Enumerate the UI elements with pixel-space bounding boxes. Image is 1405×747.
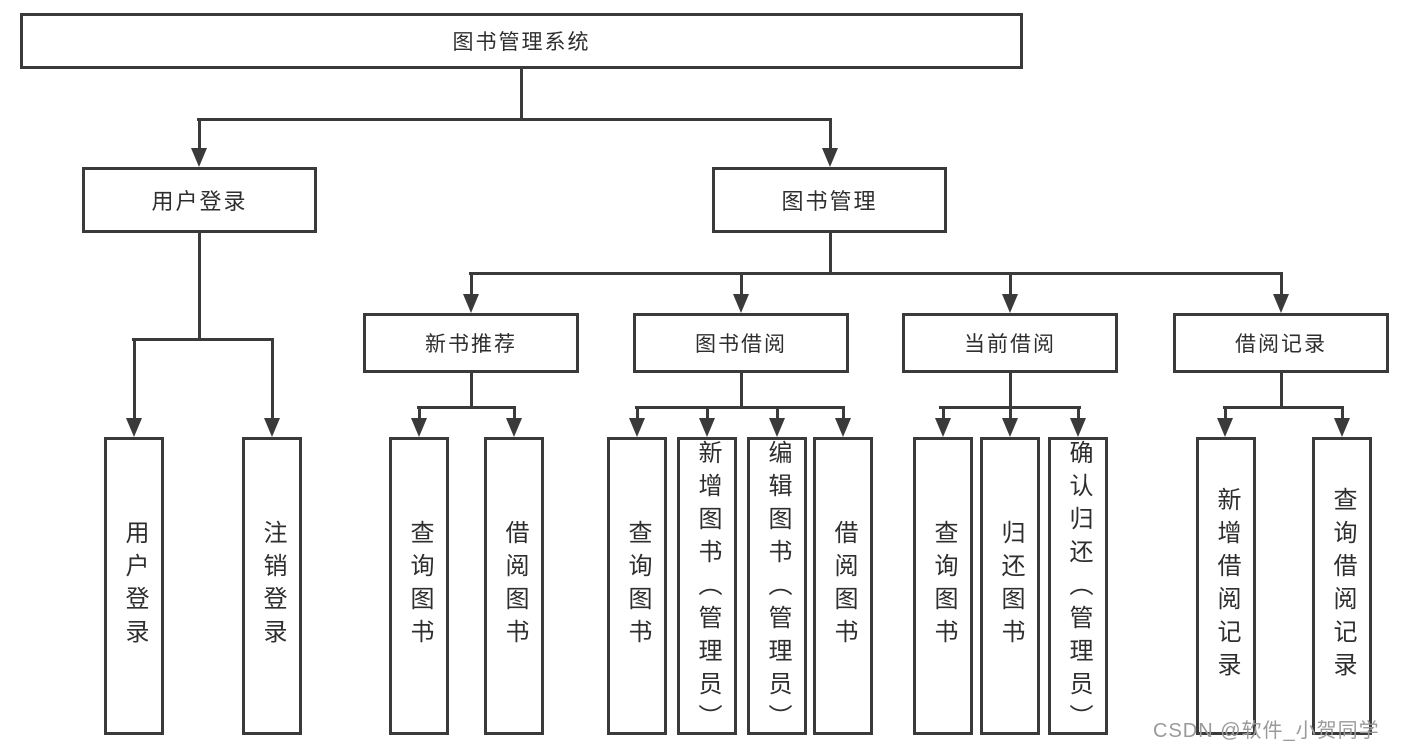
connector-login-split	[132, 338, 274, 341]
connector-records-split	[1223, 406, 1344, 409]
arrowhead-borrow	[733, 294, 749, 313]
connector-records-drop	[1279, 373, 1283, 407]
connector-stem-recommend	[469, 272, 473, 295]
connector-stem-records-1	[1223, 406, 1227, 419]
node-current-borrow: 当前借阅	[902, 313, 1118, 373]
connector-bookmgmt-drop	[828, 233, 832, 275]
connector-stem-borrow-2	[705, 406, 709, 419]
leaf-label: 查询图书	[930, 520, 957, 652]
arrowhead-current-3	[1070, 418, 1086, 437]
arrowhead-login	[191, 148, 207, 167]
leaf-label: 编辑图书（管理员）	[764, 440, 791, 737]
arrowhead-records	[1273, 294, 1289, 313]
node-book-management: 图书管理	[712, 167, 947, 233]
connector-stem-borrow-4	[841, 406, 845, 419]
node-new-book-recommend: 新书推荐	[363, 313, 579, 373]
leaf-recommend-borrow-book: 借阅图书	[484, 437, 544, 735]
arrowhead-records-1	[1217, 418, 1233, 437]
connector-stem-bookmgmt	[828, 118, 832, 149]
leaf-label: 新增借阅记录	[1213, 487, 1240, 685]
connector-stem-current-2	[1008, 406, 1012, 419]
connector-root-drop	[520, 69, 523, 119]
arrowhead-borrow-4	[835, 418, 851, 437]
leaf-label: 查询借阅记录	[1329, 487, 1356, 685]
connector-stem-login	[197, 118, 201, 149]
node-user-login: 用户登录	[82, 167, 317, 233]
csdn-watermark: CSDN @软件_小贺同学	[1153, 720, 1380, 742]
arrowhead-borrow-1	[629, 418, 645, 437]
connector-stem-current	[1008, 272, 1012, 295]
connector-stem-borrow-3	[775, 406, 779, 419]
leaf-current-return-book: 归还图书	[980, 437, 1040, 735]
node-root: 图书管理系统	[20, 13, 1023, 69]
leaf-recommend-query-book: 查询图书	[389, 437, 449, 735]
arrowhead-recommend-1	[411, 418, 427, 437]
connector-login-drop	[197, 233, 201, 341]
leaf-label: 注销登录	[259, 520, 286, 652]
leaf-records-query-record: 查询借阅记录	[1312, 437, 1372, 735]
leaf-label: 确认归还（管理员）	[1065, 440, 1092, 737]
leaf-borrow-query-book: 查询图书	[607, 437, 667, 735]
node-borrow-records: 借阅记录	[1173, 313, 1389, 373]
arrowhead-login-2	[264, 418, 280, 437]
connector-recommend-split	[417, 406, 516, 409]
leaf-current-query-book: 查询图书	[913, 437, 973, 735]
arrowhead-login-1	[126, 418, 142, 437]
connector-stem-borrow	[739, 272, 743, 295]
connector-stem-recommend-2	[512, 406, 516, 419]
connector-recommend-drop	[469, 373, 473, 407]
connector-stem-login-1	[132, 338, 136, 419]
arrowhead-current	[1002, 294, 1018, 313]
leaf-label: 用户登录	[121, 520, 148, 652]
connector-stem-recommend-1	[417, 406, 421, 419]
node-book-borrow: 图书借阅	[633, 313, 849, 373]
leaf-borrow-edit-book-admin: 编辑图书（管理员）	[747, 437, 807, 737]
leaf-user-login: 用户登录	[104, 437, 164, 735]
leaf-current-confirm-return-admin: 确认归还（管理员）	[1048, 437, 1108, 737]
connector-stem-current-3	[1076, 406, 1080, 419]
leaf-label: 查询图书	[624, 520, 651, 652]
leaf-borrow-borrow-book: 借阅图书	[813, 437, 873, 735]
arrowhead-records-2	[1334, 418, 1350, 437]
connector-current-drop	[1008, 373, 1012, 407]
arrowhead-recommend-2	[506, 418, 522, 437]
leaf-borrow-add-book-admin: 新增图书（管理员）	[677, 437, 737, 737]
connector-stem-login-2	[270, 338, 274, 419]
connector-stem-records-2	[1340, 406, 1344, 419]
connector-root-split	[197, 118, 832, 121]
arrowhead-recommend	[463, 294, 479, 313]
connector-borrow-split	[635, 406, 845, 409]
connector-stem-current-1	[941, 406, 945, 419]
leaf-label: 借阅图书	[501, 520, 528, 652]
connector-borrow-drop	[739, 373, 743, 407]
leaf-records-add-record: 新增借阅记录	[1196, 437, 1256, 735]
arrowhead-borrow-2	[699, 418, 715, 437]
leaf-label: 新增图书（管理员）	[694, 440, 721, 737]
leaf-label: 查询图书	[406, 520, 433, 652]
arrowhead-current-2	[1002, 418, 1018, 437]
leaf-label: 归还图书	[997, 520, 1024, 652]
connector-stem-borrow-1	[635, 406, 639, 419]
arrowhead-borrow-3	[769, 418, 785, 437]
connector-stem-records	[1279, 272, 1283, 295]
leaf-logout: 注销登录	[242, 437, 302, 735]
arrowhead-current-1	[935, 418, 951, 437]
connector-bookmgmt-split	[469, 272, 1283, 275]
leaf-label: 借阅图书	[830, 520, 857, 652]
arrowhead-bookmgmt	[822, 148, 838, 167]
